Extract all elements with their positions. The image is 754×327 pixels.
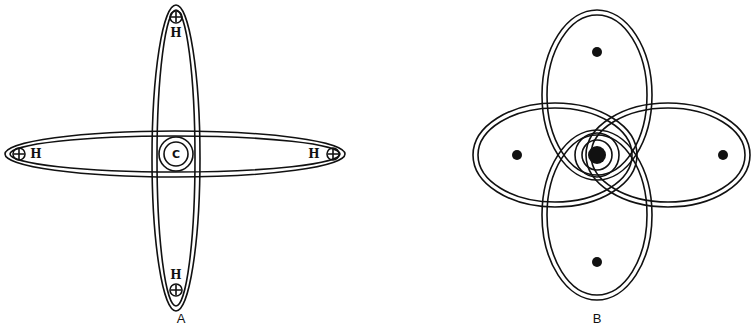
model-b	[473, 10, 750, 300]
carbon-label: C	[172, 149, 180, 160]
model-a	[5, 5, 345, 311]
figure-label: A	[177, 312, 186, 325]
hydrogen-label: H	[308, 148, 319, 160]
hydrogen-label: H	[170, 269, 181, 281]
hydrogen-label: H	[170, 27, 181, 39]
nuclei	[512, 47, 728, 267]
hydrogen-label: H	[30, 148, 41, 160]
figure-label: B	[593, 312, 602, 325]
